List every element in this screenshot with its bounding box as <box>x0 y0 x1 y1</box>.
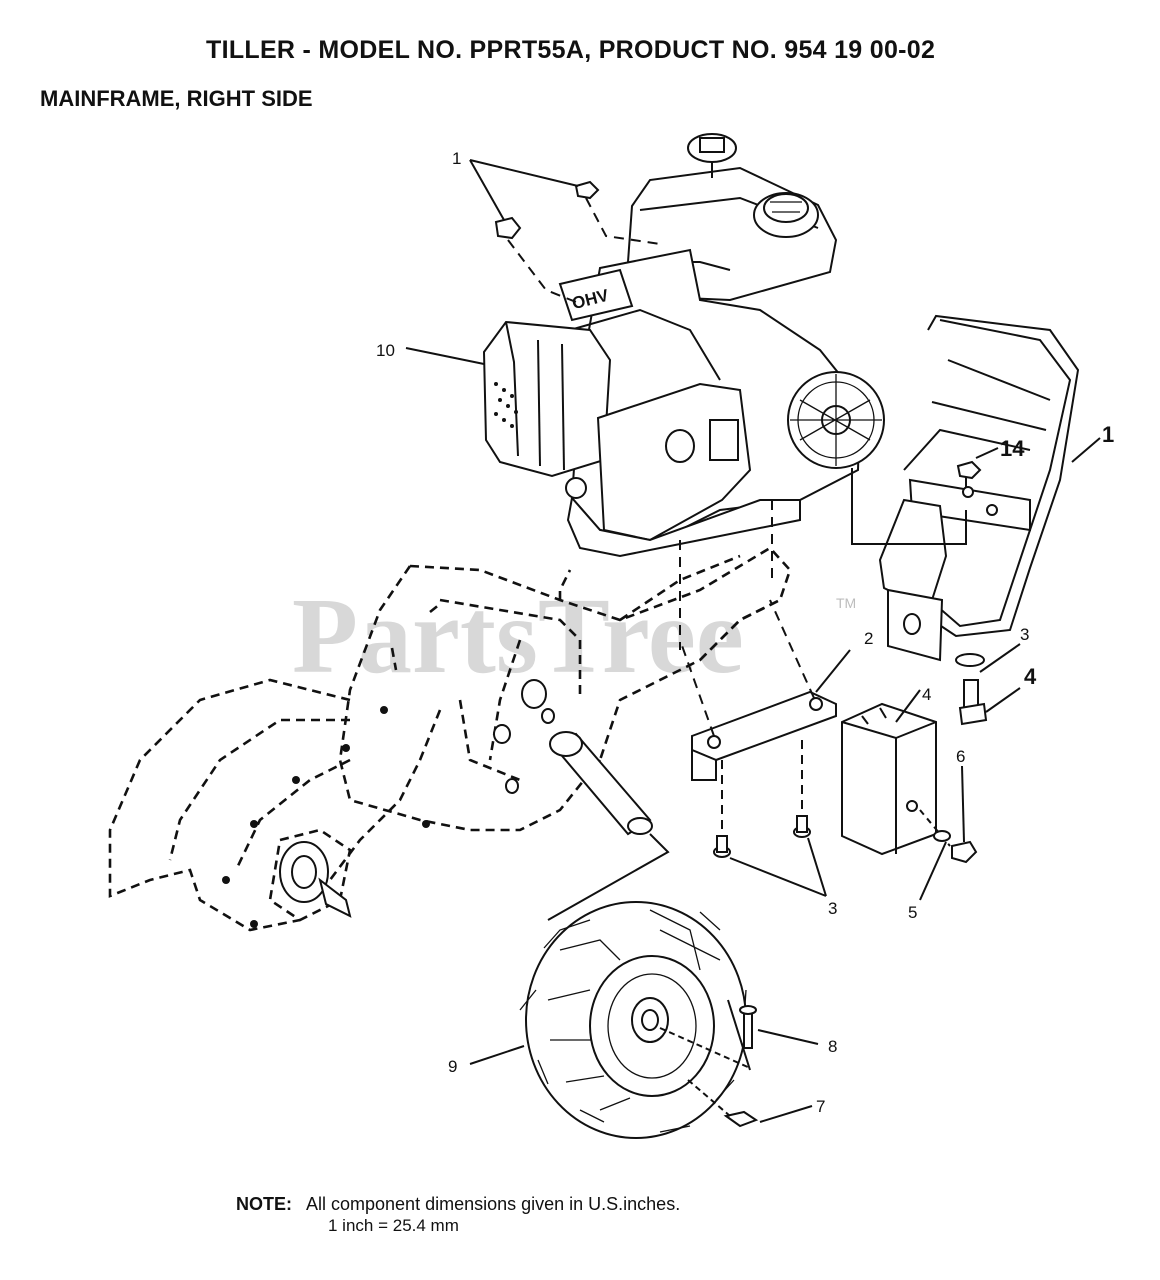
callout-6: 6 <box>956 747 965 766</box>
engine: OHV <box>482 133 885 558</box>
callout-1-top: 1 <box>452 149 461 168</box>
note-line-2: 1 inch = 25.4 mm <box>328 1216 459 1235</box>
callout-10: 10 <box>376 341 395 360</box>
weight-hardware <box>919 765 978 901</box>
bumper-bolt <box>955 643 1021 726</box>
callout-14: 14 <box>1000 436 1025 461</box>
engine-mount-nuts <box>469 159 661 303</box>
callout-1-handle: 1 <box>1102 422 1114 447</box>
callout-3-bottom: 3 <box>828 899 837 918</box>
bracket-bolts <box>713 740 827 897</box>
dimension-note: NOTE: All component dimensions given in U… <box>236 1194 680 1215</box>
callout-7: 7 <box>816 1097 825 1116</box>
leader-10 <box>405 347 485 365</box>
callout-3-right: 3 <box>1020 625 1029 644</box>
page-title: TILLER - MODEL NO. PPRT55A, PRODUCT NO. … <box>206 36 936 64</box>
tine-shield <box>108 678 442 932</box>
callout-4-weight: 4 <box>922 685 931 704</box>
callout-5: 5 <box>908 903 917 922</box>
axle-shaft <box>268 731 670 922</box>
callout-4-bolt: 4 <box>1024 664 1037 689</box>
front-bumper-bracket <box>851 314 1080 662</box>
leader-14 <box>975 447 999 459</box>
muffler-vent-dots <box>494 382 518 428</box>
callout-8: 8 <box>828 1037 837 1056</box>
callout-2: 2 <box>864 629 873 648</box>
note-line-1: All component dimensions given in U.S.in… <box>306 1194 681 1214</box>
wheel-assembly <box>469 901 819 1139</box>
leader-1-handle <box>1071 437 1101 463</box>
note-label: NOTE: <box>236 1194 292 1214</box>
page-subtitle: MAINFRAME, RIGHT SIDE <box>40 86 313 111</box>
watermark-trademark: TM <box>836 595 856 611</box>
callout-9: 9 <box>448 1057 457 1076</box>
weight-bracket <box>679 500 851 781</box>
wheel-weight <box>841 689 937 856</box>
mainframe <box>338 546 792 832</box>
watermark-text: PartsTree <box>292 577 744 696</box>
